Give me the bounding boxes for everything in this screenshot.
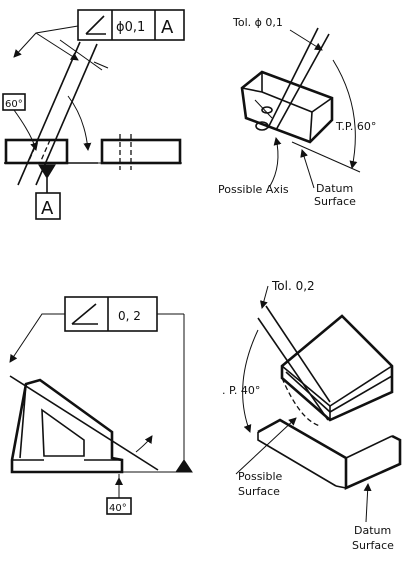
svg-text:A: A bbox=[41, 198, 54, 219]
possible-surface-label: Surface bbox=[238, 485, 280, 498]
fcf-tolerance-value-2: 0, 2 bbox=[118, 309, 141, 323]
surface-label-bottom: Surface bbox=[352, 539, 394, 552]
datum-label-top: Datum bbox=[316, 182, 353, 195]
svg-text:60°: 60° bbox=[5, 99, 23, 110]
tolerance-label-top: Tol. ϕ 0,1 bbox=[232, 16, 283, 29]
datum-label-bottom: Datum bbox=[354, 524, 391, 537]
svg-text:40°: 40° bbox=[109, 503, 127, 514]
tp-angle-label-60: T.P. 60° bbox=[335, 120, 376, 133]
top-left-figure: ϕ0,1 A 60° A bbox=[2, 9, 185, 220]
feature-control-frame-angularity-diameter: ϕ0,1 A bbox=[77, 9, 185, 41]
fcf-tolerance-value: ϕ0,1 bbox=[116, 20, 145, 35]
feature-control-frame-angularity: 0, 2 bbox=[64, 296, 158, 332]
surface-label-top: Surface bbox=[314, 195, 356, 208]
bottom-left-figure: 0, 2 40° bbox=[9, 296, 193, 515]
possible-label: Possible bbox=[238, 470, 283, 483]
datum-box-A: A bbox=[35, 192, 61, 220]
fcf-datum-letter: A bbox=[161, 17, 174, 38]
top-right-figure: Tol. ϕ 0,1 T.P. 60° Possible Axis Datum … bbox=[218, 16, 376, 208]
angle-label-60: 60° bbox=[2, 93, 26, 111]
bottom-right-figure: Tol. 0,2 . P. 40° Possible Surface Datum… bbox=[222, 279, 402, 552]
tp-angle-label-40: . P. 40° bbox=[222, 384, 260, 397]
tolerance-label-bottom: Tol. 0,2 bbox=[271, 279, 315, 293]
angularity-symbol-icon-2 bbox=[71, 303, 98, 325]
angularity-symbol-icon bbox=[85, 15, 106, 35]
angle-box-40: 40° bbox=[106, 497, 132, 515]
possible-axis-label: Possible Axis bbox=[218, 183, 289, 196]
